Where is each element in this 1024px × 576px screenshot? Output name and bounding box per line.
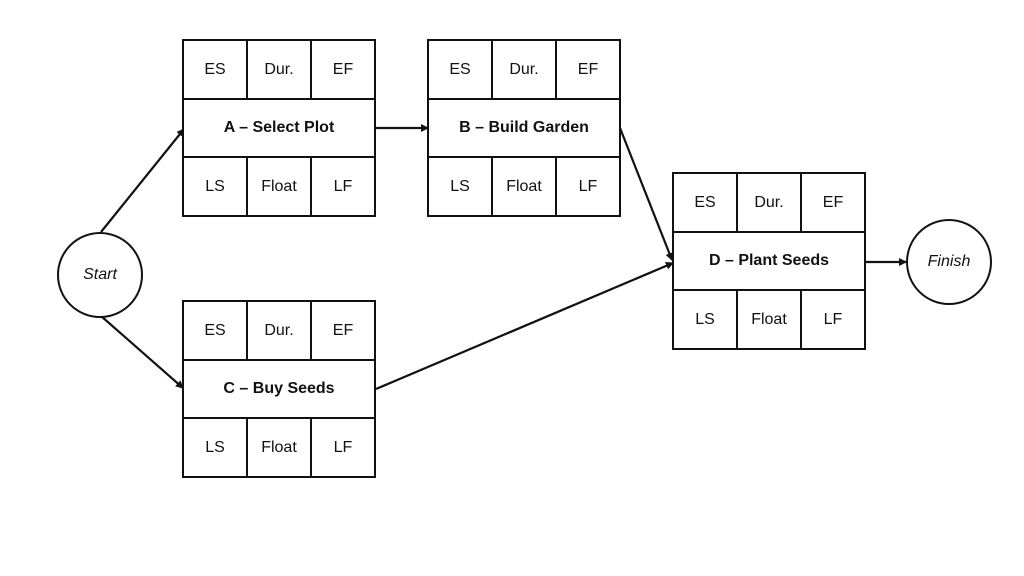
es-cell: ES bbox=[204, 321, 226, 339]
float-cell: Float bbox=[491, 158, 555, 215]
edge-b-to-d bbox=[618, 127, 674, 261]
activity-top-row: ES Dur. EF bbox=[429, 41, 619, 100]
lf-cell: LF bbox=[800, 291, 864, 348]
lf-cell: LF bbox=[310, 419, 374, 476]
edge-start-to-a bbox=[100, 128, 185, 233]
ls-cell: LS bbox=[695, 310, 715, 328]
es-cell: ES bbox=[449, 60, 471, 78]
ef-cell: EF bbox=[310, 41, 374, 98]
float-cell: Float bbox=[736, 291, 800, 348]
activity-node-b: ES Dur. EF B – Build Garden LS Float LF bbox=[427, 39, 621, 217]
ls-cell: LS bbox=[205, 177, 225, 195]
duration-cell: Dur. bbox=[246, 302, 310, 359]
ls-cell: LS bbox=[450, 177, 470, 195]
activity-node-c: ES Dur. EF C – Buy Seeds LS Float LF bbox=[182, 300, 376, 478]
ef-cell: EF bbox=[310, 302, 374, 359]
activity-top-row: ES Dur. EF bbox=[674, 174, 864, 233]
float-cell: Float bbox=[246, 419, 310, 476]
ef-cell: EF bbox=[800, 174, 864, 231]
edge-c-to-d bbox=[375, 261, 674, 391]
activity-node-d: ES Dur. EF D – Plant Seeds LS Float LF bbox=[672, 172, 866, 350]
ls-cell: LS bbox=[205, 438, 225, 456]
activity-name: C – Buy Seeds bbox=[223, 380, 335, 397]
duration-cell: Dur. bbox=[491, 41, 555, 98]
activity-name: D – Plant Seeds bbox=[708, 252, 830, 269]
finish-node: Finish bbox=[906, 219, 992, 305]
lf-cell: LF bbox=[555, 158, 619, 215]
activity-bottom-row: LS Float LF bbox=[184, 417, 374, 476]
activity-name: A – Select Plot bbox=[223, 119, 335, 136]
es-cell: ES bbox=[204, 60, 226, 78]
activity-top-row: ES Dur. EF bbox=[184, 41, 374, 100]
lf-cell: LF bbox=[310, 158, 374, 215]
activity-bottom-row: LS Float LF bbox=[184, 156, 374, 215]
activity-name: B – Build Garden bbox=[459, 119, 589, 136]
edge-start-to-c bbox=[100, 315, 184, 389]
finish-label: Finish bbox=[927, 253, 971, 270]
es-cell: ES bbox=[694, 193, 716, 211]
activity-bottom-row: LS Float LF bbox=[429, 156, 619, 215]
activity-bottom-row: LS Float LF bbox=[674, 289, 864, 348]
start-node: Start bbox=[57, 232, 143, 318]
duration-cell: Dur. bbox=[246, 41, 310, 98]
activity-node-a: ES Dur. EF A – Select Plot LS Float LF bbox=[182, 39, 376, 217]
duration-cell: Dur. bbox=[736, 174, 800, 231]
float-cell: Float bbox=[246, 158, 310, 215]
activity-top-row: ES Dur. EF bbox=[184, 302, 374, 361]
ef-cell: EF bbox=[555, 41, 619, 98]
start-label: Start bbox=[83, 266, 117, 283]
